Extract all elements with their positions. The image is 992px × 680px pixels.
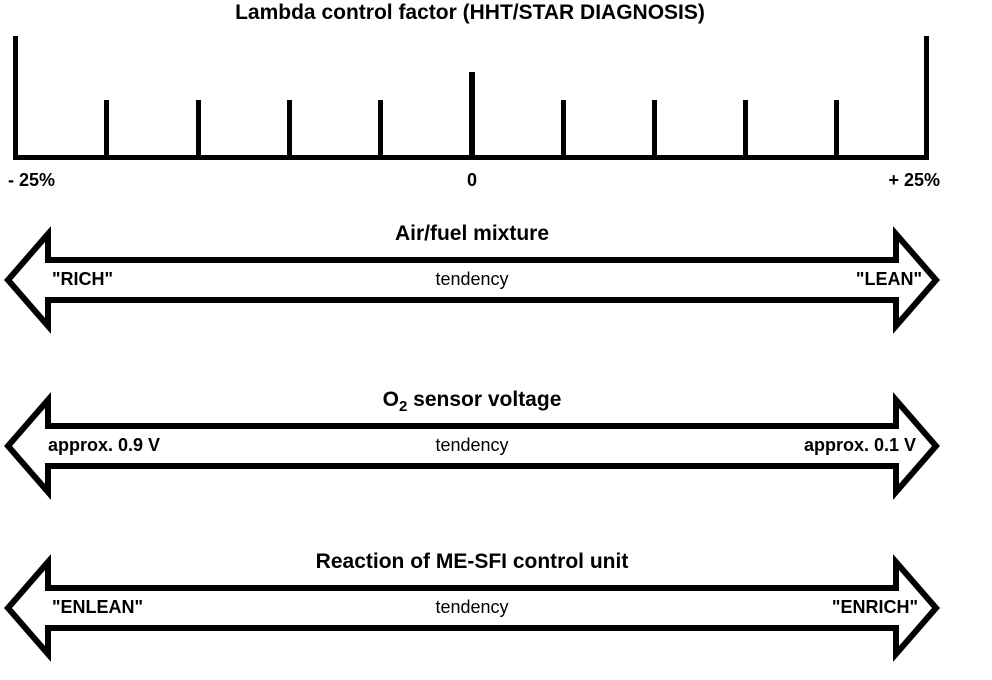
scale-tick-minor — [834, 100, 839, 160]
bar-label-center: tendency — [435, 597, 509, 617]
scale-label-min: - 25% — [8, 170, 56, 190]
scale-tick-minor — [743, 100, 748, 160]
block-title: Reaction of ME-SFI control unit — [315, 550, 629, 573]
block-title: O2 sensor voltage — [0, 388, 944, 415]
scale-tick-min — [13, 36, 18, 160]
bar-label-right: "ENRICH" — [831, 597, 918, 617]
scale-tick-minor — [196, 100, 201, 160]
scale-label-zero: 0 — [466, 170, 477, 190]
scale-tick-minor — [378, 100, 383, 160]
scale-label-max: + 25% — [888, 170, 940, 190]
scale-tick-minor — [561, 100, 566, 160]
lambda-scale — [0, 30, 992, 165]
double-arrow-shape — [4, 391, 940, 501]
block-title: Air/fuel mixture — [394, 222, 550, 245]
block-me-sfi-reaction: Reaction of ME-SFI control unit "ENLEAN"… — [0, 550, 992, 680]
scale-ticks-group — [13, 36, 929, 160]
bar-label-center: tendency — [435, 269, 509, 289]
bar-label-right: "LEAN" — [855, 269, 922, 289]
bar-label-right: approx. 0.1 V — [803, 435, 916, 455]
block-title-main: O — [382, 388, 399, 411]
bar-label-left: "ENLEAN" — [52, 597, 144, 617]
page-title: Lambda control factor (HHT/STAR DIAGNOSI… — [235, 1, 705, 24]
scale-tick-minor — [104, 100, 109, 160]
bar-label-left: approx. 0.9 V — [48, 435, 161, 455]
scale-tick-minor — [652, 100, 657, 160]
scale-tick-minor — [287, 100, 292, 160]
scale-tick-max — [924, 36, 929, 160]
bar-label-center: tendency — [435, 435, 509, 455]
scale-tick-zero — [469, 72, 475, 160]
block-title-rest: sensor voltage — [407, 388, 562, 411]
block-title-subscript: 2 — [398, 398, 408, 415]
block-air-fuel-mixture: Air/fuel mixture "RICH" tendency "LEAN" — [0, 222, 992, 352]
double-arrow-shape — [4, 225, 940, 335]
block-o2-sensor-voltage: O2 sensor voltage approx. 0.9 V tendency… — [0, 388, 992, 518]
double-arrow-shape — [4, 553, 940, 663]
bar-label-left: "RICH" — [52, 269, 114, 289]
